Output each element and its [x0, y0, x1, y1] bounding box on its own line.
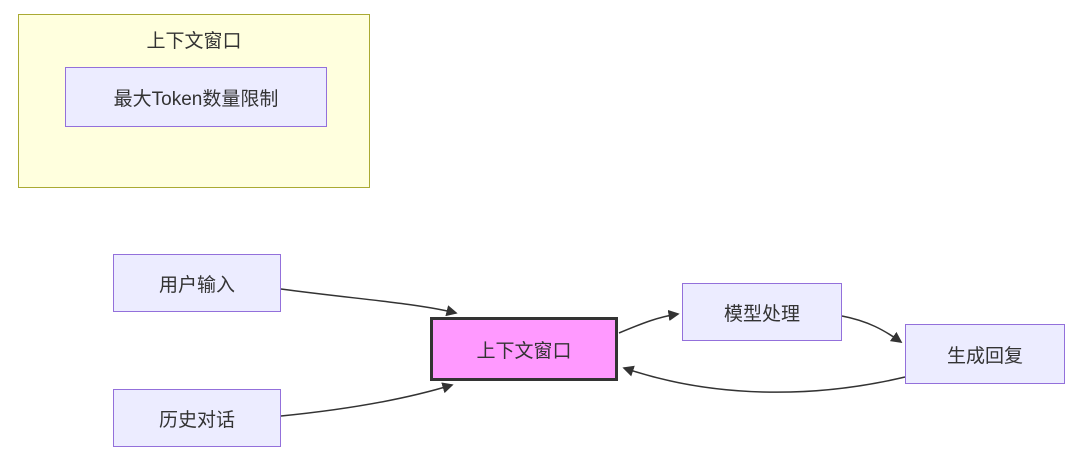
edge-history-dialog-to-context-window: [280, 382, 454, 417]
node-user-input: 用户输入: [113, 254, 281, 312]
edge-model-process-to-generate-reply: [841, 315, 903, 343]
edge-context-window-to-model-process: [618, 309, 680, 334]
edge-generate-reply-to-context-window: [622, 365, 906, 393]
node-generate-reply: 生成回复: [905, 324, 1065, 384]
subgraph-title: 上下文窗口: [146, 31, 242, 52]
node-context-window: 上下文窗口: [430, 317, 618, 381]
node-max-token-limit: 最大Token数量限制: [65, 67, 327, 127]
subgraph-context-window: 上下文窗口 最大Token数量限制: [18, 14, 370, 188]
node-model-process: 模型处理: [682, 283, 842, 341]
node-history-dialog: 历史对话: [113, 389, 281, 447]
edge-user-input-to-context-window: [280, 288, 458, 317]
